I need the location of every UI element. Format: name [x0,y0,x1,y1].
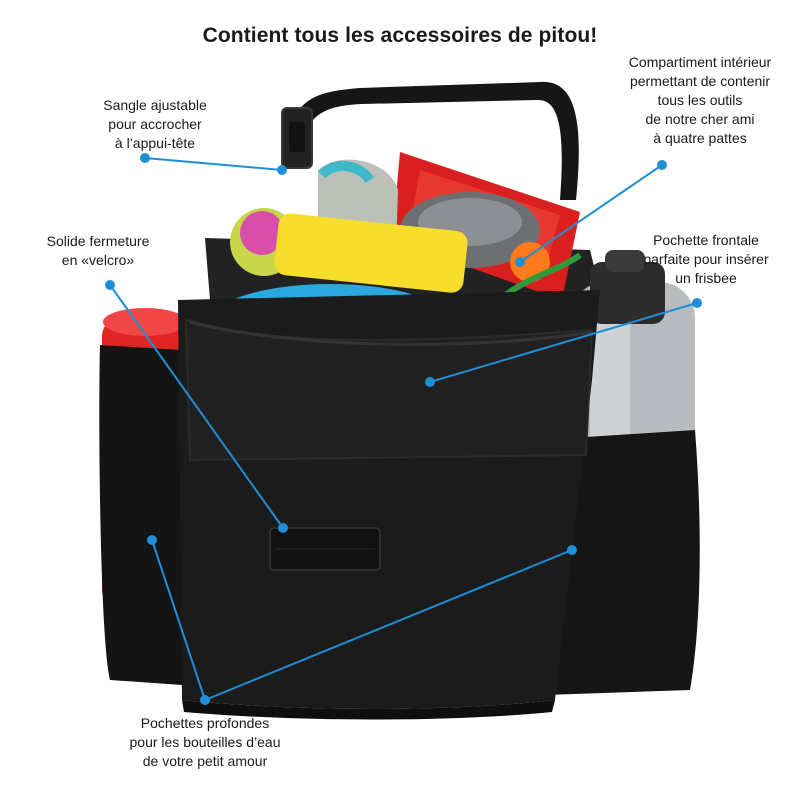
callout-dot-left-pocket [147,535,157,545]
callout-front-line: Pochette frontale [653,232,759,248]
callout-dot-strap-a [140,153,150,163]
callout-pockets-line: pour les bouteilles d’eau [129,734,281,750]
page-title: Contient tous les accessoires de pitou! [202,24,598,47]
shoulder-strap [282,81,579,200]
callout-front-line: parfaite pour insérer [643,251,769,267]
callout-inner-line: permettant de contenir [629,73,771,89]
callout-line-velcro [109,284,284,529]
callout-dot-right-pocket [567,545,577,555]
callout-strap-line: à l’appui-tête [114,135,196,151]
callout-dot-front-a [692,298,702,308]
callout-line-left-pocket [151,539,206,701]
callout-line-front [429,302,698,383]
callout-dot-inner-a [657,160,667,170]
callout-strap: Sangle ajustable pour accrocher à l’appu… [60,96,250,153]
callout-pockets-line: de votre petit amour [142,753,268,769]
callout-dot-inner-b [515,257,525,267]
yellow-float-toy [274,213,468,293]
right-side-pocket [540,430,700,695]
callout-dot-velcro-b [278,523,288,533]
callout-front-pocket: Pochette frontale parfaite pour insérer … [612,231,800,288]
callout-pockets-line: Pochettes profondes [140,715,270,731]
callout-inner-compartment: Compartiment intérieur permettant de con… [600,53,800,148]
callout-dot-velcro-a [105,280,115,290]
callout-inner-line: de notre cher ami [645,111,755,127]
callout-side-pockets: Pochettes profondes pour les bouteilles … [105,714,305,771]
callout-front-line: un frisbee [675,270,737,286]
callout-dot-strap-b [277,165,287,175]
callout-dot-front-b [425,377,435,387]
callout-line-strap [144,157,283,171]
callout-strap-line: pour accrocher [108,116,202,132]
callout-line-right-pocket [204,549,573,701]
callout-inner-line: tous les outils [657,92,743,108]
rope-toy [510,242,550,282]
left-side-pocket [99,345,182,685]
callout-velcro-line: en «velcro» [61,252,135,268]
callout-dot-pockets-hub [200,695,210,705]
bottle-cap [590,262,665,324]
callout-inner-line: à quatre pattes [653,130,747,146]
callout-strap-line: Sangle ajustable [103,97,207,113]
callout-inner-line: Compartiment intérieur [628,54,772,70]
callout-velcro: Solide fermeture en «velcro» [18,232,178,270]
callout-velcro-line: Solide fermeture [46,233,150,249]
callout-line-inner [519,164,663,263]
